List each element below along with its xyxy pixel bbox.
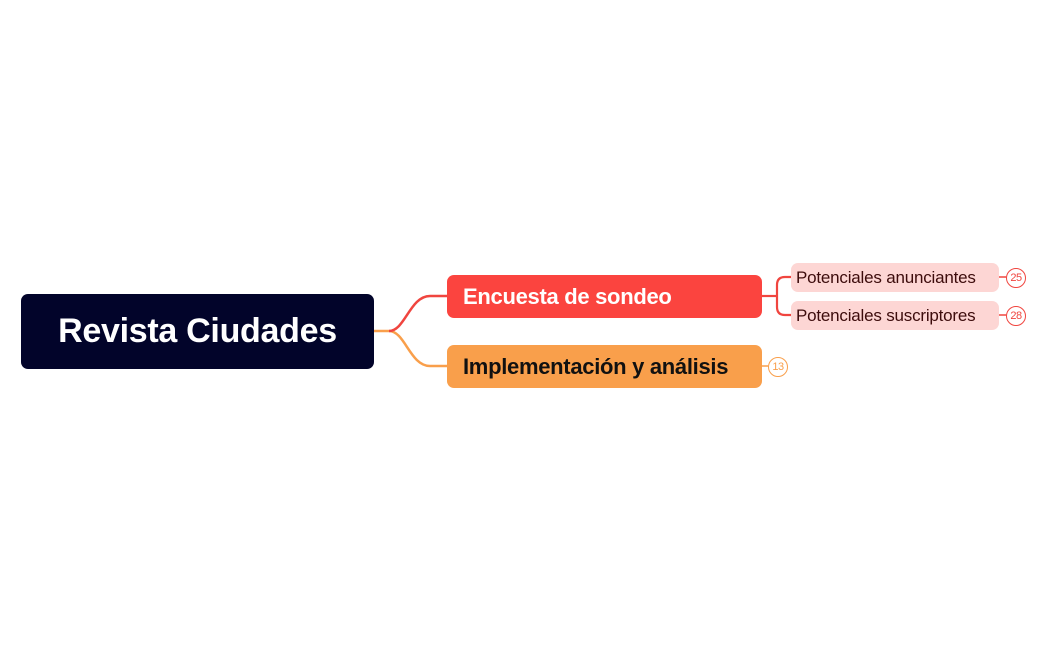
root-topic-label: Revista Ciudades bbox=[58, 312, 337, 350]
branch-topic-implementacion[interactable]: Implementación y análisis bbox=[447, 345, 762, 388]
connector-branch-1-leaf-1 bbox=[775, 275, 791, 296]
subtopic-potenciales-anunciantes[interactable]: Potenciales anunciantes bbox=[791, 263, 999, 292]
expand-collapsed-count-badge[interactable]: 25 bbox=[1006, 268, 1026, 288]
subtopic-label: Potenciales suscriptores bbox=[796, 305, 976, 325]
expand-collapsed-count-badge[interactable]: 13 bbox=[768, 357, 788, 377]
subtopic-label: Potenciales anunciantes bbox=[796, 267, 976, 287]
collapsed-count: 28 bbox=[1010, 310, 1022, 322]
branch-topic-label: Encuesta de sondeo bbox=[463, 283, 672, 309]
connector-root-branch-2 bbox=[374, 329, 447, 368]
expand-collapsed-count-badge[interactable]: 28 bbox=[1006, 306, 1026, 326]
subtopic-potenciales-suscriptores[interactable]: Potenciales suscriptores bbox=[791, 301, 999, 330]
branch-topic-label: Implementación y análisis bbox=[463, 353, 729, 379]
connector-root-branch-1 bbox=[388, 294, 447, 333]
collapsed-count: 13 bbox=[772, 361, 784, 373]
root-topic[interactable]: Revista Ciudades bbox=[21, 294, 374, 369]
collapsed-count: 25 bbox=[1010, 272, 1022, 284]
connector-branch-1-leaf-2 bbox=[775, 296, 791, 317]
branch-topic-encuesta[interactable]: Encuesta de sondeo bbox=[447, 275, 762, 318]
